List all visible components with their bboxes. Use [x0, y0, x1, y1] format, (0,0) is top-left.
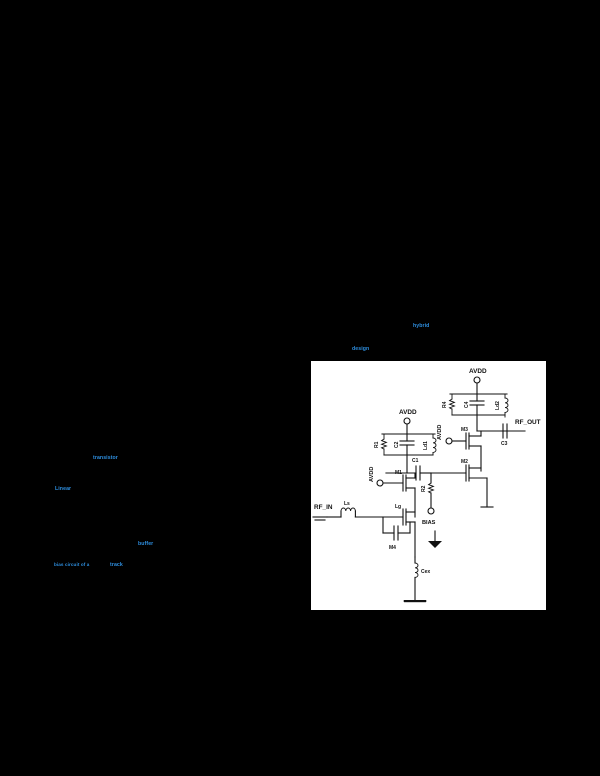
label-M1: Lg — [395, 504, 401, 510]
component-Lg: Ls — [340, 501, 356, 518]
label-avdd-top: AVDD — [469, 368, 487, 375]
top-supply-branch: AVDD R4 C4 — [442, 368, 509, 432]
label-Ld1: Ld1 — [423, 441, 429, 450]
schematic-svg: .w{stroke:#111;stroke-width:1.1;fill:non… — [311, 361, 546, 610]
component-M2: AVDD M1 — [369, 467, 416, 518]
link-fragment[interactable]: buffer — [138, 541, 154, 547]
label-C3: C3 — [501, 441, 508, 447]
link-fragment[interactable]: design — [352, 346, 370, 352]
avdd-terminal-m2 — [376, 479, 384, 487]
label-avdd-m4gate: AVDD — [437, 425, 443, 440]
label-M4: M3 — [461, 427, 468, 433]
component-Ls: Cex — [403, 556, 430, 603]
component-R4: R4 — [442, 393, 456, 416]
label-avdd-m2gate: AVDD — [369, 467, 375, 482]
link-fragment[interactable]: transistor — [93, 455, 118, 461]
label-Cex: M4 — [389, 545, 396, 551]
component-C4: C4 — [464, 393, 485, 416]
label-Ld2: Ld2 — [495, 401, 501, 410]
link-fragment[interactable]: hybrid — [413, 323, 430, 329]
label-R2: R2 — [421, 485, 427, 492]
label-C4: C4 — [464, 401, 470, 408]
label-C2: C2 — [394, 441, 400, 448]
figure-lna-schematic: .w{stroke:#111;stroke-width:1.1;fill:non… — [311, 361, 546, 610]
input-branch: RF_IN Ls — [312, 501, 372, 521]
output-branch: C3 RF_OUT — [476, 419, 541, 447]
label-rf-in: RF_IN — [314, 504, 333, 511]
label-Ls: Cex — [421, 569, 430, 575]
component-Cex: M4 — [382, 516, 411, 551]
label-avdd-mid: AVDD — [399, 409, 417, 416]
component-M4: AVDD M3 — [437, 425, 482, 472]
link-fragment[interactable]: bias circuit of a — [54, 562, 90, 567]
component-R1: R1 — [374, 433, 388, 456]
ground-mid — [428, 530, 442, 548]
label-rf-out: RF_OUT — [515, 419, 541, 426]
label-R1: R1 — [374, 441, 380, 448]
component-M1: Lg — [370, 504, 416, 558]
label-C1: C1 — [412, 458, 419, 464]
link-fragment[interactable]: Linear — [55, 486, 72, 492]
label-R4: R4 — [442, 401, 448, 408]
label-M2: M1 — [395, 470, 402, 476]
label-bias: BIAS — [422, 520, 436, 526]
avdd-terminal-m4 — [445, 437, 453, 445]
label-Lg: Ls — [344, 501, 350, 507]
component-M3: M2 — [430, 459, 494, 508]
component-R2: R2 BIAS — [421, 472, 436, 526]
mid-supply-branch: AVDD R1 C2 — [374, 409, 437, 474]
component-C2: C2 — [394, 433, 415, 456]
bias-terminal — [427, 507, 435, 515]
link-fragment[interactable]: track — [110, 562, 123, 568]
label-M3: M2 — [461, 459, 468, 465]
